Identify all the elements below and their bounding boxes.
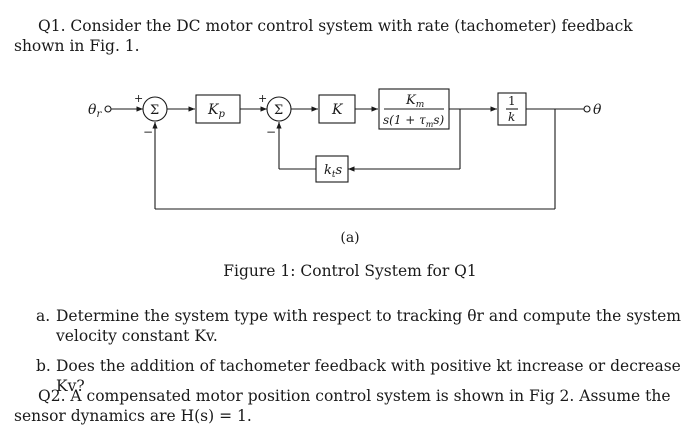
plant-numerator: Km — [405, 93, 424, 110]
sum1-minus: − — [143, 125, 153, 139]
question-b: b. Does the addition of tachometer feedb… — [36, 356, 686, 396]
input-label: θr — [88, 102, 102, 120]
sum2-symbol: Σ — [274, 103, 283, 118]
tach-label: kts — [324, 163, 343, 180]
question-a: a. Determine the system type with respec… — [36, 306, 686, 346]
input-terminal — [104, 105, 112, 113]
sum1-plus: + — [134, 92, 143, 105]
q1-statement: Q1. Consider the DC motor control system… — [14, 16, 686, 56]
q1-text: Q1. Consider the DC motor control system… — [14, 17, 633, 55]
figure-subcaption: (a) — [340, 230, 360, 246]
sum2-minus: − — [266, 125, 276, 139]
question-a-text: Determine the system type with respect t… — [56, 307, 681, 345]
sum2-plus: + — [258, 92, 267, 105]
q2-statement: Q2. A compensated motor position control… — [14, 386, 686, 426]
output-label: θ — [593, 102, 602, 118]
q2-text: Q2. A compensated motor position control… — [14, 387, 671, 425]
integrator-denominator: k — [508, 110, 515, 124]
question-a-label: a. — [36, 307, 51, 325]
kp-label: Kp — [207, 102, 225, 120]
figure-caption: Figure 1: Control System for Q1 — [223, 262, 477, 280]
output-terminal — [583, 105, 591, 113]
k-label: K — [331, 102, 344, 118]
question-b-label: b. — [36, 357, 51, 375]
question-b-text: Does the addition of tachometer feedback… — [56, 357, 681, 395]
sum1-symbol: Σ — [150, 103, 159, 118]
plant-denominator: s(1 + τms) — [383, 113, 445, 129]
block-diagram: θr Σ + − Kp Σ + − K Km s(1 + τms) 1 k θ … — [88, 88, 602, 210]
integrator-numerator: 1 — [508, 94, 516, 108]
question-list: a. Determine the system type with respec… — [36, 306, 686, 406]
